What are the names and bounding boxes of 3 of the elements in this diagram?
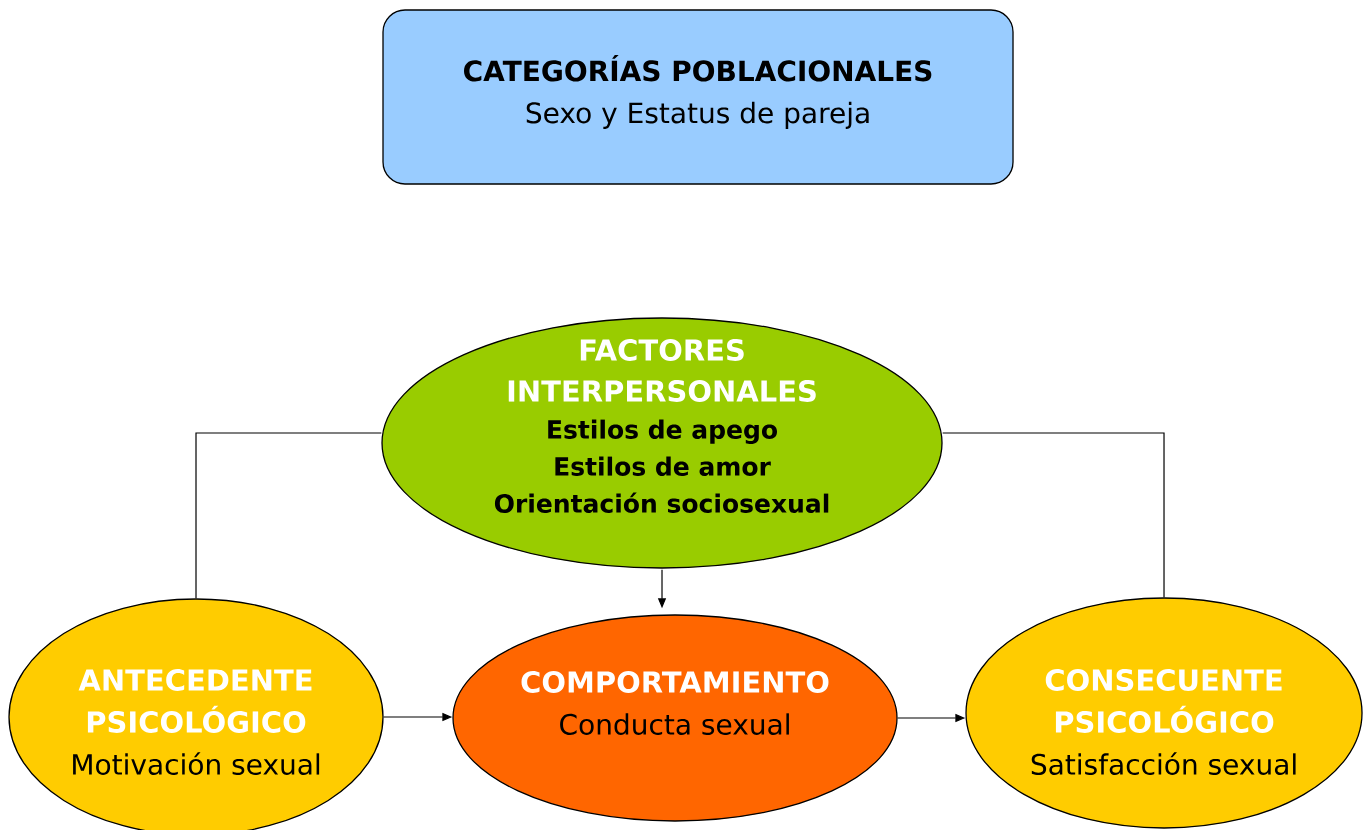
elbow-connector xyxy=(942,432,1165,598)
category-box: CATEGORÍAS POBLACIONALES Sexo y Estatus de pareja xyxy=(382,9,1014,185)
elbow-connector xyxy=(195,432,382,599)
